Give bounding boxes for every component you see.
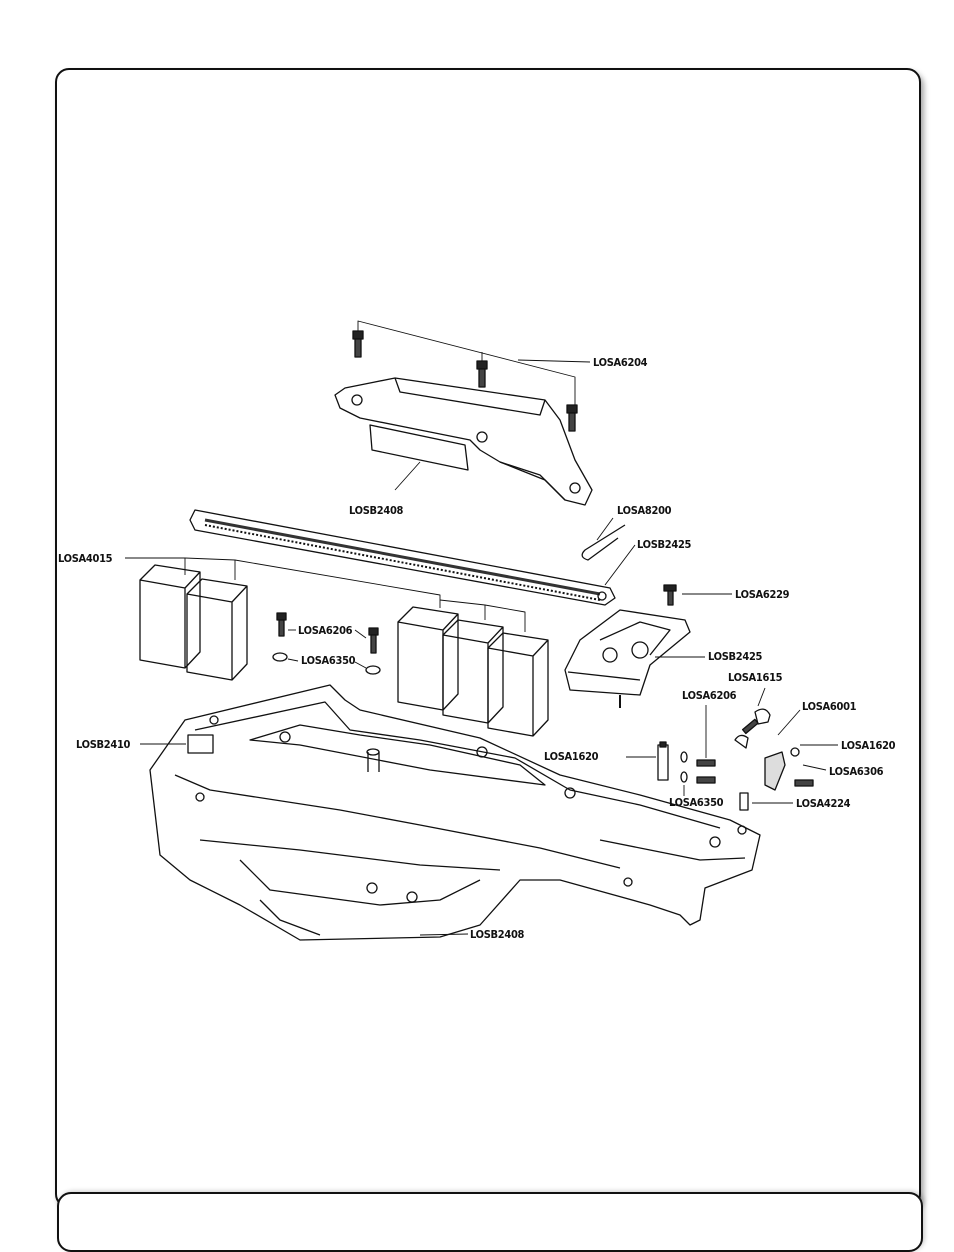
battery-cells-losa4015: [125, 558, 548, 736]
label-losa1620-left: LOSA1620: [544, 750, 599, 763]
label-losa6206-left: LOSA6206: [298, 624, 353, 637]
label-losb2410: LOSB2410: [76, 738, 131, 751]
label-losa6204: LOSA6204: [593, 356, 648, 369]
label-losa6229: LOSA6229: [735, 588, 790, 601]
label-losa6001: LOSA6001: [802, 700, 857, 713]
pin-losa8200: [582, 518, 625, 560]
label-losb2408-bottom: LOSB2408: [470, 928, 525, 941]
label-losa4015: LOSA4015: [58, 552, 113, 565]
label-losa1615: LOSA1615: [728, 671, 783, 684]
label-losb2408-top: LOSB2408: [349, 504, 404, 517]
label-losa8200: LOSA8200: [617, 504, 672, 517]
label-losb2425-b: LOSB2425: [708, 650, 763, 663]
screw-losa6204: [353, 321, 590, 431]
label-losa1620-right: LOSA1620: [841, 739, 896, 752]
label-losa6206-right: LOSA6206: [682, 689, 737, 702]
label-losb2425-a: LOSB2425: [637, 538, 692, 551]
chassis-losb2410: [140, 685, 760, 940]
label-losa6350-right: LOSA6350: [669, 796, 724, 809]
battery-cover-part: [335, 378, 592, 505]
screw-losa6229: [664, 585, 732, 605]
label-losa4224: LOSA4224: [796, 797, 851, 810]
label-losa6306: LOSA6306: [829, 765, 884, 778]
servo-mount-losb2425: [565, 545, 705, 708]
battery-strap-part: [190, 510, 615, 605]
label-losa6350-left: LOSA6350: [301, 654, 356, 667]
